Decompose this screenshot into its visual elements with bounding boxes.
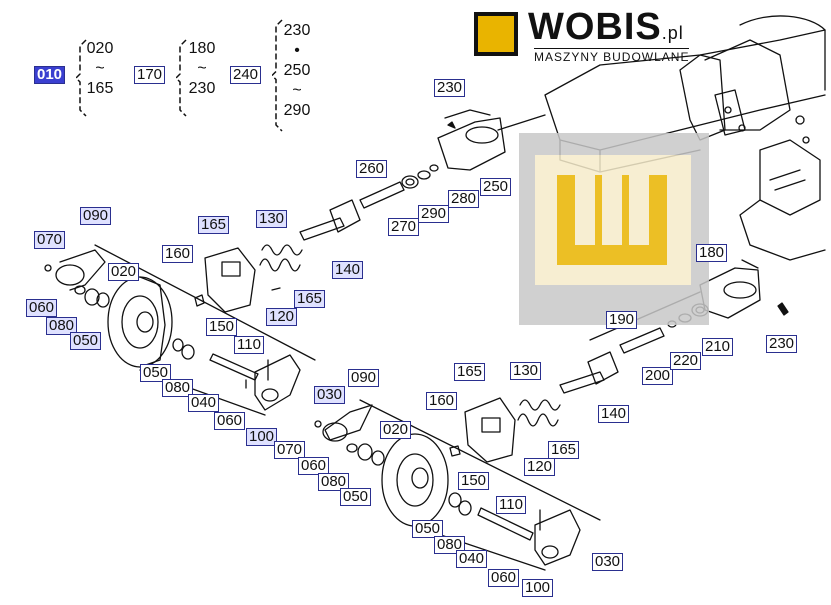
part-callout-070[interactable]: 070 xyxy=(34,231,66,249)
brand-tagline: MASZYNY BUDOWLANE xyxy=(534,48,690,64)
part-callout-050[interactable]: 050 xyxy=(140,364,172,382)
part-callout-080[interactable]: 080 xyxy=(434,536,466,554)
part-callout-250[interactable]: 250 xyxy=(480,178,512,196)
part-callout-165[interactable]: 165 xyxy=(454,363,486,381)
part-callout-290[interactable]: 290 xyxy=(418,205,450,223)
part-callout-080[interactable]: 080 xyxy=(318,473,350,491)
part-callout-110[interactable]: 110 xyxy=(496,496,526,514)
legend-brace xyxy=(176,39,187,117)
part-callout-050[interactable]: 050 xyxy=(412,520,444,538)
part-callout-110[interactable]: 110 xyxy=(234,336,264,354)
part-callout-130[interactable]: 130 xyxy=(256,210,288,228)
part-callout-180[interactable]: 180 xyxy=(696,244,728,262)
machine-frame-drawing xyxy=(544,15,826,261)
part-callout-100[interactable]: 100 xyxy=(522,579,554,597)
part-callout-150[interactable]: 150 xyxy=(206,318,238,336)
part-callout-230[interactable]: 230 xyxy=(766,335,798,353)
legend-range-line: 290 xyxy=(283,102,311,119)
part-callout-090[interactable]: 090 xyxy=(348,369,380,387)
part-callout-160[interactable]: 160 xyxy=(162,245,194,263)
part-callout-050[interactable]: 050 xyxy=(340,488,372,506)
part-callout-020[interactable]: 020 xyxy=(108,263,140,281)
part-callout-120[interactable]: 120 xyxy=(266,308,298,326)
part-callout-100[interactable]: 100 xyxy=(246,428,278,446)
legend-code-170[interactable]: 170 xyxy=(134,66,166,84)
part-callout-040[interactable]: 040 xyxy=(188,394,220,412)
brand-name: WOBIS.pl xyxy=(528,6,684,48)
legend-range-line: ~ xyxy=(292,82,302,99)
part-callout-060[interactable]: 060 xyxy=(488,569,520,587)
part-callout-090[interactable]: 090 xyxy=(80,207,112,225)
part-callout-150[interactable]: 150 xyxy=(458,472,490,490)
part-callout-140[interactable]: 140 xyxy=(332,261,364,279)
legend-range-line: 020 xyxy=(86,40,114,57)
part-callout-140[interactable]: 140 xyxy=(598,405,630,423)
part-callout-280[interactable]: 280 xyxy=(448,190,480,208)
logo-mark-icon xyxy=(474,12,518,56)
legend-range-line: • xyxy=(294,42,300,59)
part-callout-190[interactable]: 190 xyxy=(606,311,638,329)
legend-range-line: 165 xyxy=(86,80,114,97)
part-callout-260[interactable]: 260 xyxy=(356,160,388,178)
part-callout-210[interactable]: 210 xyxy=(702,338,734,356)
part-callout-040[interactable]: 040 xyxy=(456,550,488,568)
legend-range-line: ~ xyxy=(197,60,207,77)
part-callout-230[interactable]: 230 xyxy=(434,79,466,97)
legend-range-line: 180 xyxy=(188,40,216,57)
legend-brace xyxy=(76,39,87,117)
part-callout-160[interactable]: 160 xyxy=(426,392,458,410)
part-callout-020[interactable]: 020 xyxy=(380,421,412,439)
part-callout-050[interactable]: 050 xyxy=(70,332,102,350)
part-callout-060[interactable]: 060 xyxy=(26,299,58,317)
part-callout-270[interactable]: 270 xyxy=(388,218,420,236)
part-callout-030[interactable]: 030 xyxy=(314,386,346,404)
part-callout-220[interactable]: 220 xyxy=(670,352,702,370)
upper-tension-assembly xyxy=(359,109,546,209)
watermark-logo-icon xyxy=(519,133,709,325)
tension-group-1 xyxy=(194,199,361,313)
legend-code-010[interactable]: 010 xyxy=(34,66,66,84)
legend-range-line: 230 xyxy=(188,80,216,97)
part-callout-080[interactable]: 080 xyxy=(162,379,194,397)
part-callout-200[interactable]: 200 xyxy=(642,367,674,385)
part-callout-060[interactable]: 060 xyxy=(298,457,330,475)
part-callout-165[interactable]: 165 xyxy=(198,216,230,234)
part-callout-120[interactable]: 120 xyxy=(524,458,556,476)
part-callout-130[interactable]: 130 xyxy=(510,362,542,380)
part-callout-080[interactable]: 080 xyxy=(46,317,78,335)
legend-range-line: ~ xyxy=(95,60,105,77)
part-callout-070[interactable]: 070 xyxy=(274,441,306,459)
part-callout-030[interactable]: 030 xyxy=(592,553,624,571)
part-callout-165[interactable]: 165 xyxy=(548,441,580,459)
part-callout-165[interactable]: 165 xyxy=(294,290,326,308)
legend-brace xyxy=(272,19,283,132)
part-callout-060[interactable]: 060 xyxy=(214,412,246,430)
legend-range-line: 250 xyxy=(283,62,311,79)
tension-group-2 xyxy=(449,351,619,463)
legend-range-line: 230 xyxy=(283,22,311,39)
brand-logo[interactable]: WOBIS.pl MASZYNY BUDOWLANE xyxy=(474,6,704,66)
legend-code-240[interactable]: 240 xyxy=(230,66,262,84)
